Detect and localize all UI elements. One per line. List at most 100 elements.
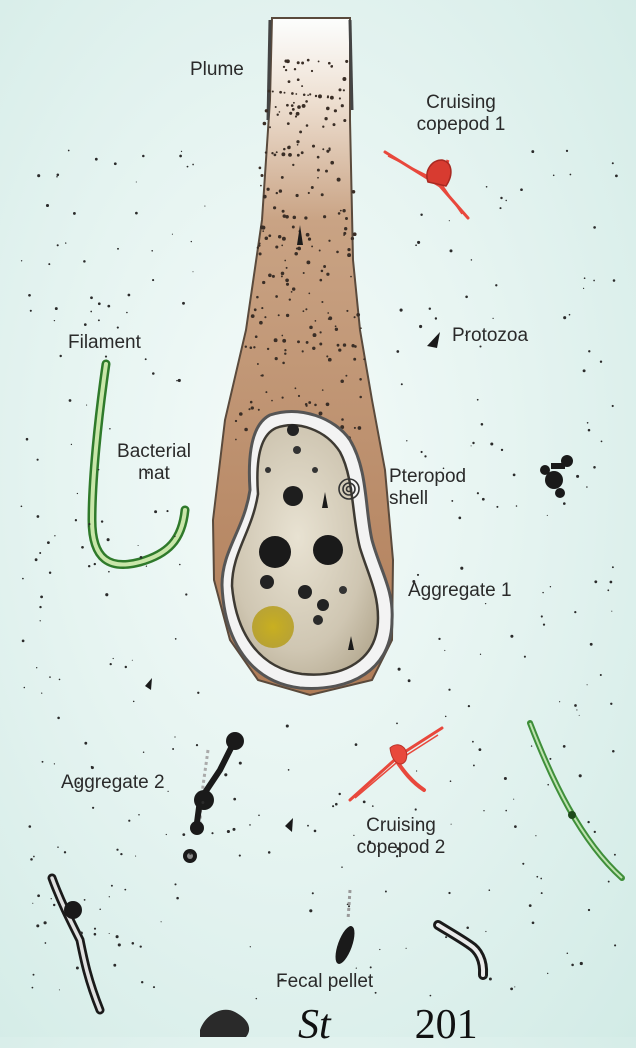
bg-speck <box>146 566 147 567</box>
bg-speck <box>396 350 399 353</box>
bg-speck <box>424 455 426 457</box>
plume-speck <box>344 227 347 230</box>
bg-speck <box>593 226 596 229</box>
plume-speck <box>291 291 293 293</box>
bg-speck <box>189 852 192 855</box>
bg-speck <box>175 638 177 640</box>
bg-speck <box>105 593 108 596</box>
plume-speck <box>352 190 356 194</box>
plume-speck <box>309 93 311 95</box>
bg-speck <box>531 745 532 746</box>
plume-speck <box>235 439 237 441</box>
bg-speck <box>541 615 543 617</box>
plume-speck <box>297 61 300 64</box>
bg-speck <box>400 309 403 312</box>
bg-speck <box>224 773 227 776</box>
plume-speck <box>338 212 341 215</box>
bg-speck <box>477 492 479 494</box>
bg-speck <box>338 945 339 946</box>
bg-speck <box>416 770 417 771</box>
plume-speck <box>275 106 277 108</box>
bg-speck <box>566 150 568 152</box>
bg-speck <box>113 658 114 659</box>
bg-speck <box>76 967 79 970</box>
bg-speck <box>71 444 72 445</box>
plume-speck <box>363 358 365 360</box>
bg-speck <box>586 486 588 488</box>
bg-speck <box>520 188 523 191</box>
bg-speck <box>612 162 614 164</box>
bg-speck <box>116 935 119 938</box>
plume-speck <box>296 140 299 143</box>
bg-speck <box>499 207 501 209</box>
bg-speck <box>478 748 481 751</box>
bg-speck <box>514 986 515 987</box>
bg-speck <box>201 801 204 804</box>
plume-speck <box>337 344 340 347</box>
plume-speck <box>257 247 259 249</box>
bg-speck <box>480 654 481 655</box>
plume-speck <box>268 273 272 277</box>
aggregate-2 <box>183 732 244 863</box>
plume-speck <box>250 401 253 404</box>
bg-speck <box>110 663 112 665</box>
bg-speck <box>610 703 612 705</box>
plume-speck <box>326 150 329 153</box>
bg-speck <box>178 379 181 382</box>
bg-speck <box>445 716 447 718</box>
plume-speck <box>294 252 298 256</box>
bg-speck <box>90 311 92 313</box>
plume-speck <box>275 295 278 298</box>
plume-speck <box>281 152 285 156</box>
bg-speck <box>28 294 31 297</box>
bg-speck <box>176 897 179 900</box>
citation: St 201 <box>298 1002 478 1048</box>
plume-speck <box>275 245 278 248</box>
stringy-aggregate-right <box>438 925 483 975</box>
bg-speck <box>88 523 90 525</box>
plume-speck <box>265 237 269 241</box>
bg-speck <box>109 428 111 430</box>
bg-speck <box>84 742 87 745</box>
bg-speck <box>496 506 498 508</box>
bg-speck <box>233 798 236 801</box>
plume-speck <box>338 348 341 351</box>
plume-speck <box>288 153 292 157</box>
bg-speck <box>355 743 358 746</box>
bg-speck <box>576 709 577 710</box>
bg-speck <box>465 296 468 299</box>
bg-speck <box>594 831 596 833</box>
plume-speck <box>301 151 304 154</box>
bg-speck <box>600 674 602 676</box>
bg-speck <box>128 294 131 297</box>
bg-speck <box>513 799 514 800</box>
bg-speck <box>114 162 117 165</box>
bg-speck <box>567 952 569 954</box>
bg-speck <box>458 517 461 520</box>
bg-speck <box>59 679 61 681</box>
plume-speck <box>322 126 324 128</box>
plume-speck <box>337 178 341 182</box>
plume-speck <box>302 104 306 108</box>
plume-speck <box>269 126 271 128</box>
bg-speck <box>39 552 41 554</box>
filament-right <box>530 723 622 878</box>
bg-speck <box>256 998 257 999</box>
plume-speck <box>260 185 262 187</box>
bg-speck <box>109 933 110 934</box>
bg-speck <box>268 851 271 854</box>
plume-speck <box>292 287 295 290</box>
plume-speck <box>330 161 334 165</box>
plume-speck <box>326 273 329 276</box>
bg-speck <box>501 449 503 451</box>
plume-speck <box>283 66 285 68</box>
plume-speck <box>253 346 255 348</box>
plume-speck <box>347 248 350 251</box>
bg-speck <box>489 978 492 981</box>
bg-speck <box>495 284 497 286</box>
plume-speck <box>295 93 297 95</box>
bg-speck <box>580 962 583 965</box>
bg-speck <box>588 429 591 432</box>
plume-speck <box>251 406 254 409</box>
plume-speck <box>335 325 337 327</box>
